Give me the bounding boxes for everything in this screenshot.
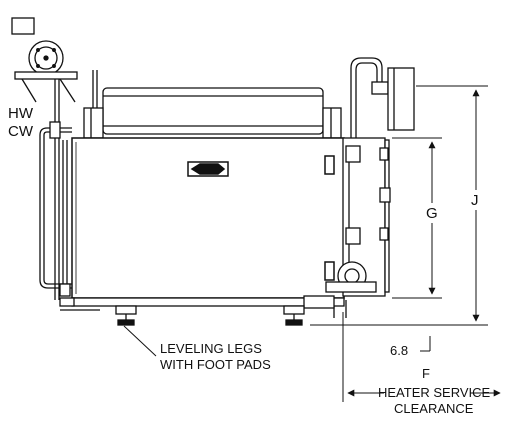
clearance-label: CLEARANCE: [394, 401, 474, 416]
pump-assembly: [11, 17, 78, 300]
dimension-g-label: G: [426, 205, 438, 222]
leveling-leg-right: [283, 305, 305, 326]
base-frame: [59, 295, 345, 311]
top-tank: [83, 87, 342, 139]
foot-pads-label: WITH FOOT PADS: [160, 357, 271, 372]
main-cabinet: [71, 137, 345, 299]
dimension-f-label: F: [422, 366, 430, 381]
dimension-j-label: J: [471, 192, 479, 209]
hw-label: HW: [8, 105, 34, 122]
heater-assembly: [325, 57, 415, 318]
cw-label: CW: [8, 123, 34, 140]
dimension-6-8-label: 6.8: [390, 343, 408, 358]
leveling-leg-left: [115, 305, 137, 326]
dimension-lines: [123, 85, 501, 402]
leveling-legs-label: LEVELING LEGS: [160, 341, 262, 356]
heater-service-label: HEATER SERVICE: [378, 385, 491, 400]
